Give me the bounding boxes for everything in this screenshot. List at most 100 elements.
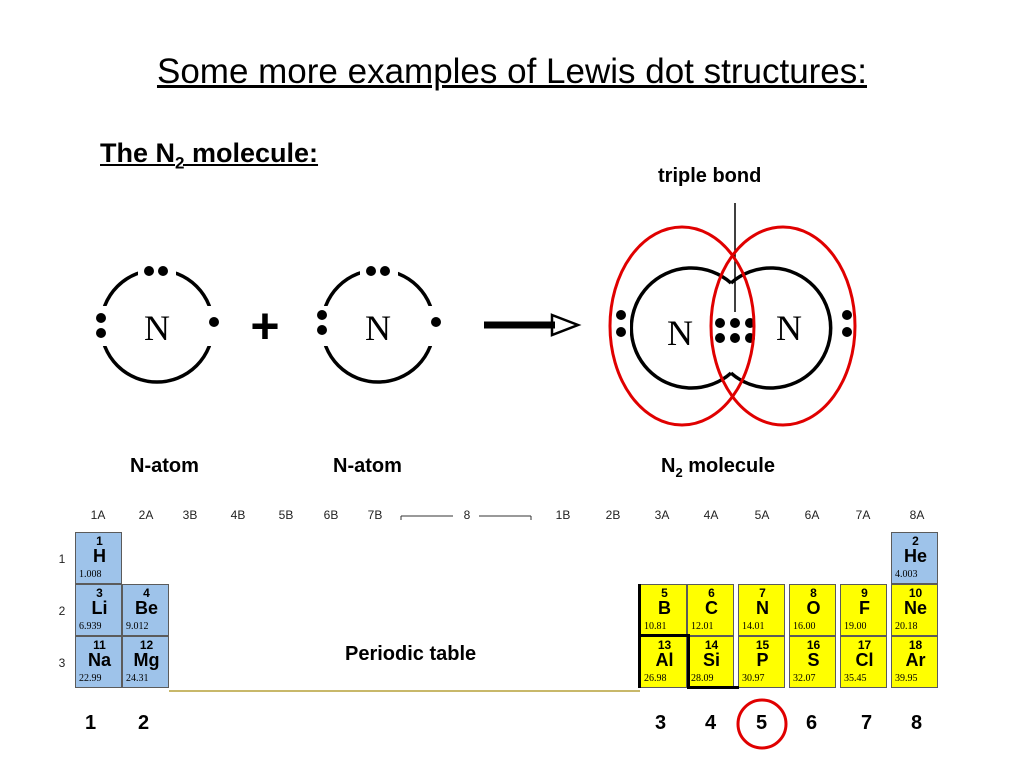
element-cell-h: 1 H 1.008: [75, 532, 122, 584]
element-cell-p: 15 P 30.97: [738, 636, 785, 688]
atomic-mass: 1.008: [79, 569, 102, 580]
atomic-mass: 39.95: [895, 673, 918, 684]
element-symbol: Ar: [905, 650, 926, 670]
element-symbol: Cl: [855, 650, 874, 670]
group-header: 5B: [278, 508, 294, 522]
element-cell-mg: 12 Mg 24.31: [122, 636, 169, 688]
element-cell-na: 11 Na 22.99: [75, 636, 122, 688]
element-cell-ne: 10 Ne 20.18: [891, 584, 938, 636]
atomic-mass: 10.81: [644, 621, 667, 632]
group-header: 7A: [855, 508, 871, 522]
atomic-number: 1: [96, 534, 103, 548]
element-cell-o: 8 O 16.00: [789, 584, 836, 636]
atomic-mass: 16.00: [793, 621, 816, 632]
molecule-left-shell: [629, 266, 733, 390]
element-cell-c: 6 C 12.01: [687, 584, 734, 636]
atomic-number: 8: [810, 586, 817, 600]
table-baseline: [169, 690, 640, 692]
element-symbol: Si: [702, 650, 720, 670]
group-header: 6A: [804, 508, 820, 522]
group-8-bracket: [400, 515, 532, 520]
valence-number-highlighted: 5: [756, 712, 768, 734]
atomic-number: 4: [143, 586, 150, 600]
lewis-diagram: N + N N N: [92, 203, 857, 427]
element-cell-b: 5 B 10.81: [640, 584, 687, 636]
valence-number: 2: [138, 712, 150, 734]
molecule-right-symbol: N: [776, 308, 802, 348]
element-cell-al: 13 Al 26.98: [640, 636, 687, 688]
valence-5-highlight-circle: [736, 698, 788, 750]
atomic-number: 5: [661, 586, 668, 600]
element-symbol: F: [859, 598, 870, 618]
atomic-mass: 35.45: [844, 673, 867, 684]
molecule-electrons: [616, 310, 852, 343]
period-number: 3: [58, 656, 66, 670]
valence-number: 6: [806, 712, 818, 734]
molecule-label-prefix: N: [661, 455, 676, 477]
right-atom-highlight-ring: [709, 225, 857, 427]
element-cell-he: 2 He 4.003: [891, 532, 938, 584]
valence-number: 1: [85, 712, 97, 734]
element-symbol: He: [903, 546, 927, 566]
element-cell-cl: 17 Cl 35.45: [840, 636, 887, 688]
element-symbol: Al: [655, 650, 674, 670]
element-cell-be: 4 Be 9.012: [122, 584, 169, 636]
heading-text: The N: [100, 138, 176, 168]
atomic-number: 3: [96, 586, 103, 600]
atomic-mass: 26.98: [644, 673, 667, 684]
atomic-number: 18: [908, 638, 923, 652]
element-cell-s: 16 S 32.07: [789, 636, 836, 688]
group-header: 3B: [182, 508, 198, 522]
periodic-table: 1A 2A 3B 4B 5B 6B 7B 8 1B 2B 3A 4A 5A 6A…: [55, 508, 960, 696]
atom-1-symbol: N: [144, 308, 170, 348]
group-header: 1B: [555, 508, 571, 522]
element-symbol: H: [93, 546, 106, 566]
element-cell-n: 7 N 14.01: [738, 584, 785, 636]
atomic-mass: 14.01: [742, 621, 765, 632]
atom-1-electrons: [96, 266, 219, 338]
atomic-mass: 24.31: [126, 673, 149, 684]
atom-1-label: N-atom: [130, 455, 199, 477]
group-header: 8: [463, 508, 471, 522]
n-atom-2: N: [314, 260, 444, 384]
staircase-line: [687, 634, 690, 688]
element-symbol: B: [658, 598, 671, 618]
atomic-number: 12: [139, 638, 154, 652]
group-header: 4B: [230, 508, 246, 522]
atomic-number: 14: [704, 638, 719, 652]
atomic-number: 13: [657, 638, 672, 652]
atom-2-label: N-atom: [333, 455, 402, 477]
atomic-number: 2: [912, 534, 919, 548]
section-heading: The N2 molecule:: [100, 138, 318, 173]
reaction-arrow: [484, 313, 582, 337]
atomic-number: 11: [93, 638, 106, 652]
valence-number: 4: [705, 712, 717, 734]
atomic-number: 9: [861, 586, 868, 600]
element-cell-f: 9 F 19.00: [840, 584, 887, 636]
molecule-label-suffix: molecule: [682, 455, 775, 477]
atomic-mass: 32.07: [793, 673, 816, 684]
group-header: 8A: [909, 508, 925, 522]
element-symbol: S: [807, 650, 820, 670]
n-atom-1: N: [92, 260, 222, 384]
atomic-number: 6: [708, 586, 715, 600]
molecule-label: N2 molecule: [661, 455, 775, 480]
left-atom-highlight-ring: [608, 225, 756, 427]
group-header: 4A: [703, 508, 719, 522]
atomic-number: 7: [759, 586, 766, 600]
atomic-mass: 20.18: [895, 621, 918, 632]
atomic-number: 16: [806, 638, 821, 652]
element-symbol: Na: [87, 650, 111, 670]
triple-bond-label: triple bond: [658, 165, 762, 187]
atomic-mass: 4.003: [895, 569, 918, 580]
atomic-mass: 30.97: [742, 673, 765, 684]
atomic-mass: 19.00: [844, 621, 867, 632]
element-symbol: Li: [91, 598, 108, 618]
page-title: Some more examples of Lewis dot structur…: [156, 52, 867, 91]
period-number: 2: [58, 604, 66, 618]
heading-text-suffix: molecule:: [184, 138, 319, 168]
period-number: 1: [58, 552, 66, 566]
atomic-mass: 28.09: [691, 673, 714, 684]
element-symbol: C: [705, 598, 718, 618]
atomic-number: 10: [908, 586, 923, 600]
